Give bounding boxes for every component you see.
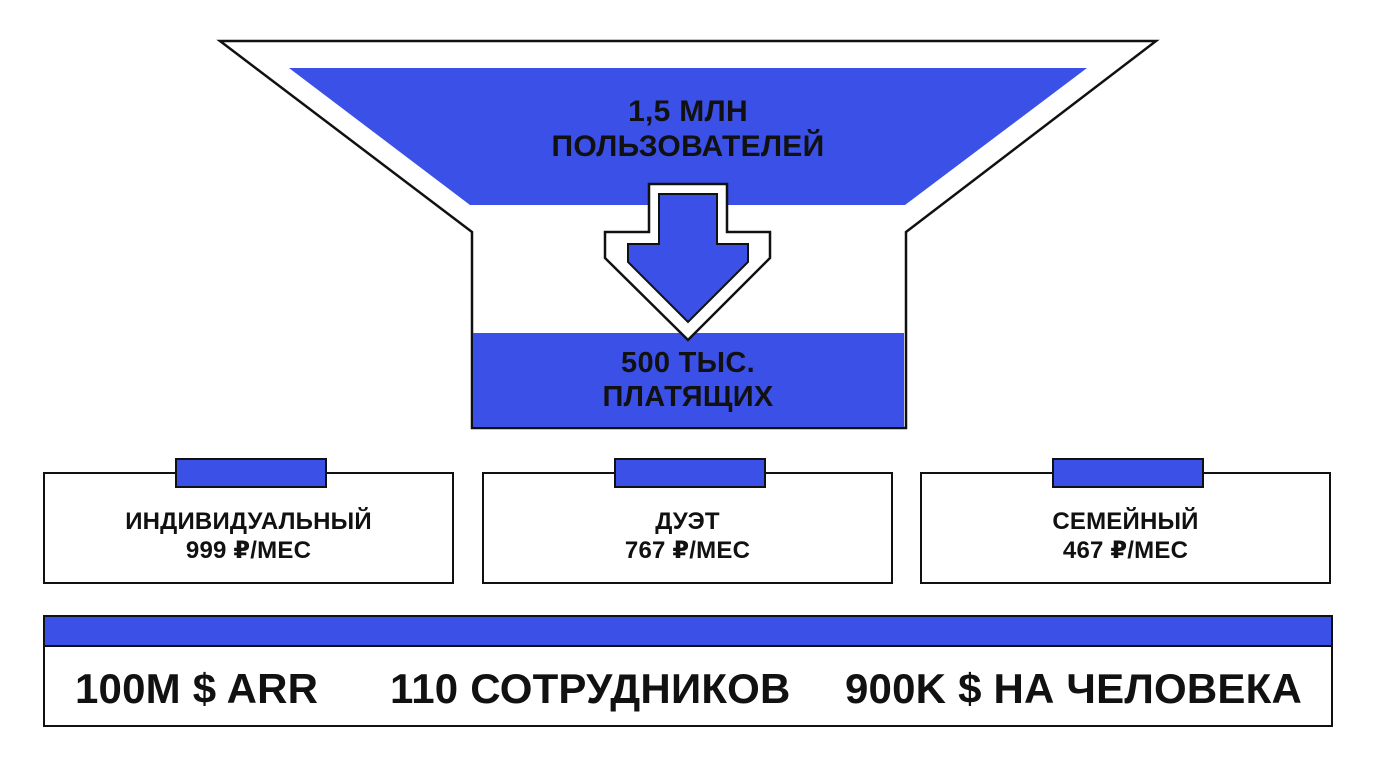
plan-card-text: ДУЭТ 767 ₽/МЕС bbox=[484, 508, 891, 566]
stat-arr: 100M $ ARR bbox=[75, 665, 319, 712]
funnel-top-label: 1,5 МЛН ПОЛЬЗОВАТЕЛЕЙ bbox=[480, 94, 896, 165]
arrow-down-icon bbox=[627, 193, 749, 324]
funnel-bottom-label: 500 ТЫС. ПЛАТЯЩИХ bbox=[472, 346, 904, 414]
plan-price: 467 ₽/МЕС bbox=[1062, 536, 1189, 564]
funnel-bottom-line1: 500 ТЫС. bbox=[621, 347, 755, 379]
stat-employees: 110 СОТРУДНИКОВ bbox=[390, 665, 791, 712]
stats-bar: 100M $ ARR 110 СОТРУДНИКОВ 900K $ НА ЧЕЛ… bbox=[43, 615, 1333, 727]
funnel-bottom-line2: ПЛАТЯЩИХ bbox=[602, 381, 774, 414]
plan-name: СЕМЕЙНЫЙ bbox=[1052, 508, 1199, 535]
plan-card-text: СЕМЕЙНЫЙ 467 ₽/МЕС bbox=[922, 508, 1329, 566]
funnel-top-line1: 1,5 МЛН bbox=[628, 95, 748, 128]
stats-bar-strip bbox=[45, 617, 1331, 647]
plan-card-tab bbox=[175, 458, 327, 488]
plan-card-tab bbox=[1052, 458, 1204, 488]
stat-per-person: 900K $ НА ЧЕЛОВЕКА bbox=[845, 665, 1303, 712]
funnel-top-fill bbox=[289, 68, 1087, 205]
plan-card-tab bbox=[614, 458, 766, 488]
plan-name: ИНДИВИДУАЛЬНЫЙ bbox=[125, 508, 372, 535]
plan-price: 999 ₽/МЕС bbox=[185, 536, 312, 564]
plan-card-individual: ИНДИВИДУАЛЬНЫЙ 999 ₽/МЕС bbox=[43, 458, 454, 584]
plan-name: ДУЭТ bbox=[655, 508, 720, 535]
plan-card-text: ИНДИВИДУАЛЬНЫЙ 999 ₽/МЕС bbox=[45, 508, 452, 566]
plan-card-family: СЕМЕЙНЫЙ 467 ₽/МЕС bbox=[920, 458, 1331, 584]
funnel-bottom-fill bbox=[473, 333, 904, 427]
plan-price: 767 ₽/МЕС bbox=[624, 536, 751, 564]
funnel-top-line2: ПОЛЬЗОВАТЕЛЕЙ bbox=[551, 130, 825, 164]
plan-card-duet: ДУЭТ 767 ₽/МЕС bbox=[482, 458, 893, 584]
